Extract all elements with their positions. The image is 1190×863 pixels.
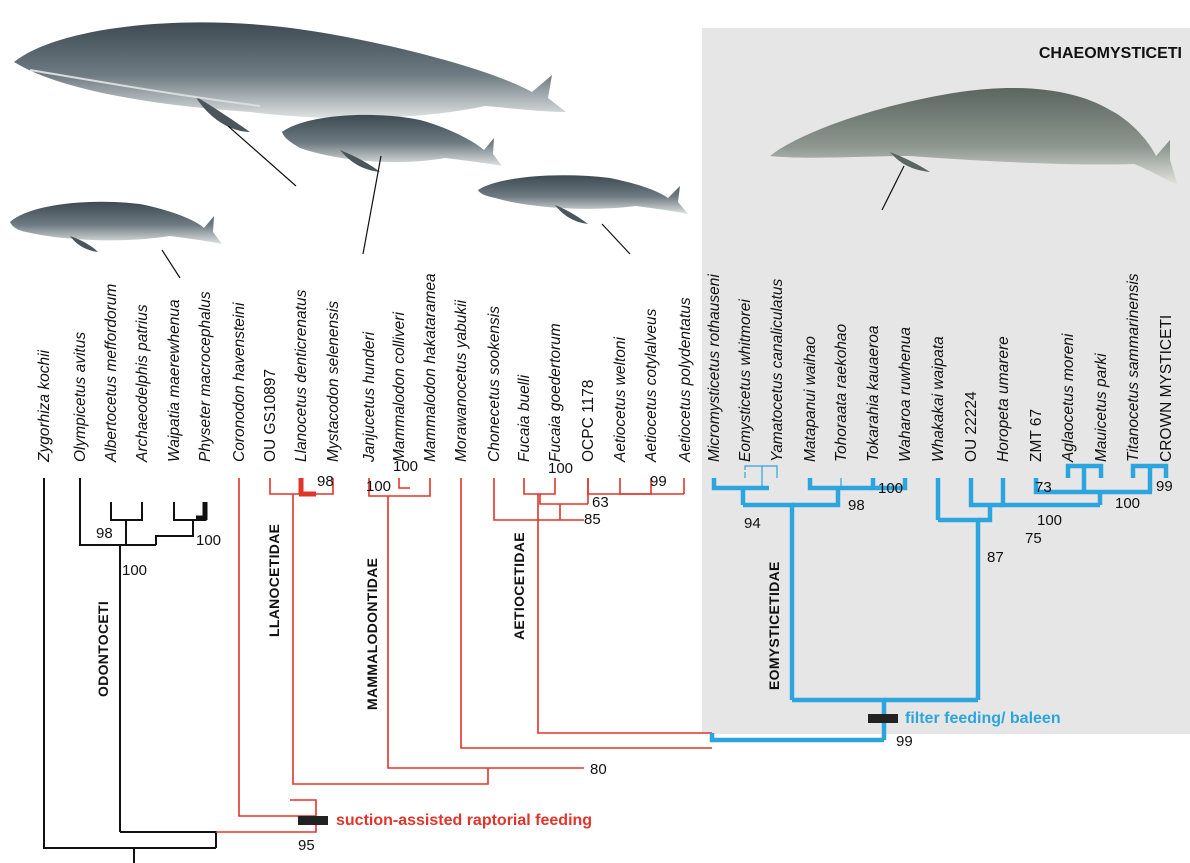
support-value: 87: [987, 549, 1004, 566]
taxon-label: ZMT 67: [1028, 409, 1045, 462]
taxon-label: Mystacodon selenensis: [325, 301, 342, 462]
support-value: 73: [1035, 479, 1052, 496]
taxon-label: Zygorhiza kochii: [36, 349, 53, 463]
taxon-label: Morawanocetus yabukii: [453, 299, 470, 462]
tree-branch: [293, 494, 488, 784]
tree-branch: [540, 494, 588, 504]
taxon-label: Titanocetus sammarinensis: [1125, 273, 1142, 462]
filter-feeding-marker: [868, 714, 898, 723]
taxon-label: Tokarahia kauaeroa: [865, 325, 882, 462]
taxon-label: Tohoraata raekohao: [833, 323, 850, 462]
taxon-label: Waharoa ruwhenua: [897, 327, 914, 462]
clade-label-odontoceti: ODONTOCETI: [95, 601, 111, 697]
taxon-label: Aglaocetus moreni: [1060, 333, 1077, 463]
clade-label-eomysticetidae: EOMYSTICETIDAE: [766, 561, 782, 690]
support-value: 100: [122, 562, 147, 579]
tree-branch: [620, 478, 651, 494]
raptorial-feeding-label: suction-assisted raptorial feeding: [336, 812, 592, 829]
whale-illustration-llanocetus: [282, 115, 502, 172]
support-value: 98: [848, 497, 865, 514]
taxon-label: Fucaia buelli: [516, 374, 533, 462]
chaeomysticeti-title: CHAEOMYSTICETI: [1039, 45, 1182, 62]
tree-branch: [111, 502, 142, 520]
taxon-label: OU 22224: [963, 391, 980, 462]
taxon-label: Yamatocetus canaliculatus: [769, 279, 786, 462]
whale-illustration-odontocete: [10, 202, 222, 252]
support-value: 98: [317, 473, 334, 490]
support-value: 100: [878, 480, 903, 497]
taxon-label: Waipatia maerewhenua: [166, 299, 183, 462]
taxon-label: Aetiocetus weltoni: [612, 337, 629, 463]
whale-illustration-large: [14, 22, 566, 132]
taxon-label: Llanocetus denticrenatus: [293, 289, 310, 462]
support-value: 100: [1115, 495, 1140, 512]
support-value: 100: [366, 478, 391, 495]
taxon-label: Aetiocetus cotylalveus: [643, 308, 660, 463]
taxon-label: Chonecetus sookensis: [486, 306, 503, 462]
support-value: 95: [298, 837, 315, 854]
taxon-label: Albertocetus meffordorum: [103, 284, 120, 463]
taxon-label: Physeter macrocephalus: [197, 291, 214, 462]
taxon-label: Coronodon havensteini: [231, 302, 248, 462]
support-value: 99: [1156, 478, 1173, 495]
taxon-label: Whakakai waipata: [930, 336, 947, 462]
taxon-label: Aetiocetus polydentatus: [677, 297, 694, 463]
tree-branch: [290, 800, 316, 816]
support-value: 100: [196, 532, 221, 549]
taxon-label: Matapanui waihao: [802, 336, 819, 462]
tree-branch: [538, 494, 712, 733]
support-value: 75: [1025, 530, 1042, 547]
tree-branch: [524, 478, 555, 494]
support-value: 100: [1037, 512, 1062, 529]
whale-illustration-aetiocetus: [478, 175, 688, 224]
tree-branch: [156, 520, 193, 545]
tree-branch: [120, 832, 216, 848]
support-value: 99: [896, 733, 913, 750]
taxon-label: Eomysticetus whitmorei: [737, 299, 754, 462]
clade-label-aetiocetidae: AETIOCETIDAE: [511, 532, 527, 640]
tree-branch: [494, 478, 584, 520]
support-value: 85: [584, 511, 601, 528]
taxon-label: CROWN MYSTICETI: [1158, 315, 1175, 462]
clade-label-mammalodontidae: MAMMALODONTIDAE: [364, 558, 380, 710]
taxon-label: Mammalodon hakataramea: [422, 273, 439, 462]
raptorial-feeding-marker: [298, 816, 328, 825]
filter-feeding-label: filter feeding/ baleen: [905, 710, 1061, 727]
taxon-label: OCPC 1178: [580, 380, 597, 462]
clade-label-llanocetidae: LLANOCETIDAE: [266, 524, 282, 637]
taxon-label: Mauicetus parki: [1093, 353, 1110, 462]
tree-branch: [80, 478, 156, 545]
taxon-label: Archaeodelphis patrius: [134, 304, 151, 463]
tree-branch: [588, 478, 684, 494]
taxon-label: Micromysticetus rothauseni: [706, 274, 723, 462]
tree-branch: [712, 733, 884, 740]
taxon-label: Horopeta umarere: [995, 336, 1012, 462]
support-value: 80: [590, 761, 607, 778]
taxon-label: Olympicetus avitus: [72, 332, 89, 462]
taxon-label: Fucaia goedertorum: [547, 323, 564, 462]
tree-branch: [388, 496, 584, 768]
taxon-label: Janjucetus hunderi: [361, 331, 378, 463]
support-value: 94: [744, 515, 761, 532]
taxon-label: OU GS10897: [262, 369, 279, 462]
taxon-label: Mammalodon colliveri: [391, 312, 408, 462]
tree-branch: [399, 478, 410, 488]
support-value: 63: [592, 494, 609, 511]
support-value: 98: [96, 525, 113, 542]
support-value: 99: [650, 473, 667, 490]
